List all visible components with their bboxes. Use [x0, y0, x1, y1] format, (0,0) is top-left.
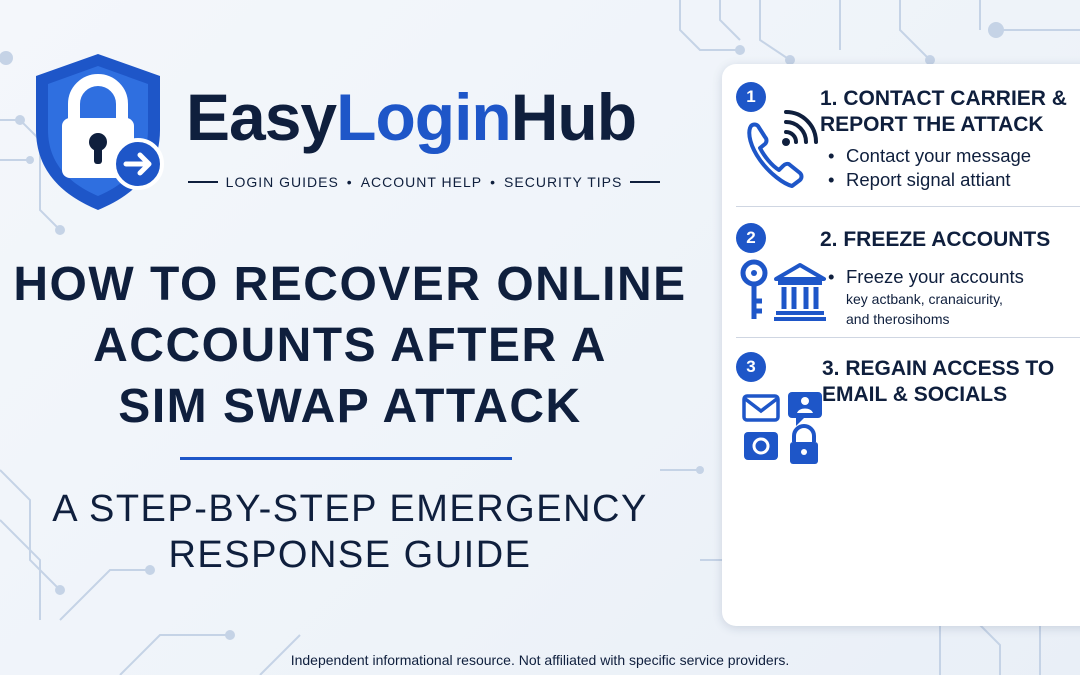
step-bullets: Freeze your accounts key actbank, cranai…: [828, 265, 1024, 329]
subtitle-line-1: A STEP-BY-STEP EMERGENCY: [52, 488, 648, 530]
step-number-badge: 3: [736, 352, 766, 382]
nav-security-tips[interactable]: SECURITY TIPS: [504, 174, 623, 190]
brand-nav: LOGIN GUIDES • ACCOUNT HELP • SECURITY T…: [188, 174, 660, 190]
brand-name-login: Login: [336, 80, 512, 154]
nav-account-help[interactable]: ACCOUNT HELP: [360, 174, 483, 190]
phone-signal-icon: [747, 110, 818, 188]
step-title: 3. REGAIN ACCESS TO EMAIL & SOCIALS: [822, 357, 1055, 406]
title-line-1: HOW TO RECOVER ONLINE: [13, 258, 687, 311]
shield-lock-arrow-icon: [36, 54, 164, 210]
nav-rule-left: [188, 181, 218, 183]
step-number-badge: 2: [736, 223, 766, 253]
step-1: 1 1. CONTACT CARRIER & REPORT THE ATTACK…: [722, 64, 1080, 206]
nav-rule-right: [630, 181, 660, 183]
headline-divider: [180, 457, 512, 460]
footer-disclaimer: Independent informational resource. Not …: [290, 652, 790, 668]
key-bank-icon: [740, 259, 826, 321]
step-number-badge: 1: [736, 82, 766, 112]
step-detail: key actbank, cranaicurity,: [846, 291, 1003, 307]
subtitle-line-2: RESPONSE GUIDE: [168, 534, 532, 576]
step-divider: [736, 206, 1080, 207]
step-3: 3 3. REGAIN ACCESS TO EMAIL & SOCIALS: [722, 338, 1080, 488]
nav-separator: •: [490, 174, 497, 190]
step-2: 2 2. FREEZE ACCOUNTS Freeze your account…: [722, 207, 1080, 337]
step-detail: and therosihoms: [846, 311, 950, 327]
step-title: 2. FREEZE ACCOUNTS: [820, 228, 1051, 251]
page-title: HOW TO RECOVER ONLINE ACCOUNTS AFTER A S…: [0, 254, 700, 437]
title-line-3: SIM SWAP ATTACK: [118, 380, 582, 433]
email-social-lock-icon: [742, 392, 822, 464]
nav-login-guides[interactable]: LOGIN GUIDES: [225, 174, 339, 190]
brand-name-hub: Hub: [510, 80, 637, 154]
brand-name-easy: Easy: [186, 80, 337, 154]
nav-separator: •: [346, 174, 353, 190]
step-bullet: Report signal attiant: [828, 168, 1031, 192]
page-subtitle: A STEP-BY-STEP EMERGENCY RESPONSE GUIDE: [0, 486, 700, 578]
step-bullets: Contact your message Report signal attia…: [828, 144, 1031, 192]
step-bullet: Freeze your accounts: [828, 265, 1024, 289]
step-bullet: Contact your message: [828, 144, 1031, 168]
steps-card: 1 1. CONTACT CARRIER & REPORT THE ATTACK…: [722, 64, 1080, 626]
brand-name: EasyLoginHub: [186, 84, 637, 150]
step-title: 1. CONTACT CARRIER & REPORT THE ATTACK: [820, 87, 1067, 136]
title-line-2: ACCOUNTS AFTER A: [93, 319, 607, 372]
step-divider: [736, 337, 1080, 338]
